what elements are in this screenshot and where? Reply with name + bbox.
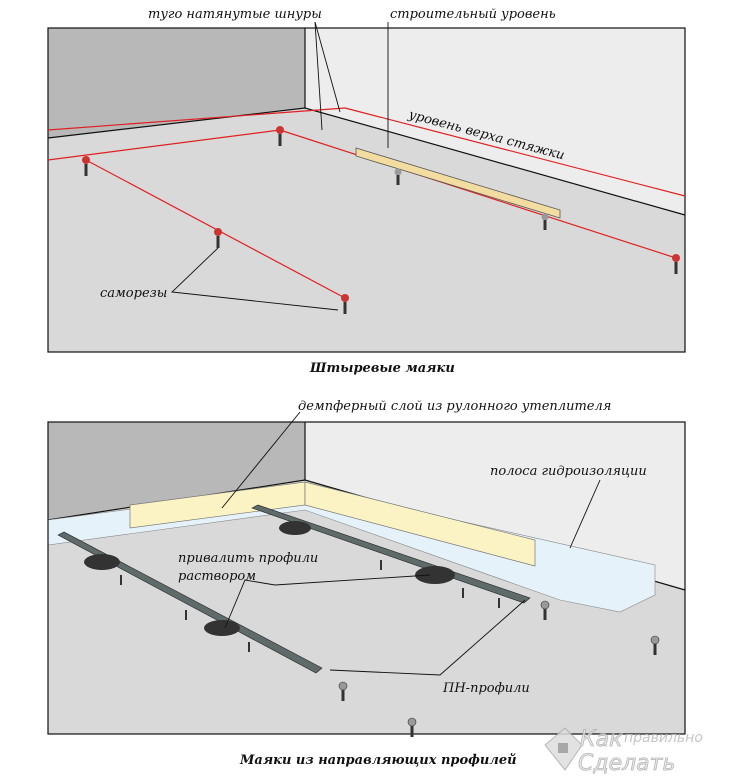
caption-top: Штыревые маяки [309, 361, 455, 376]
label-mortar-line1: привалить профили [178, 551, 318, 566]
label-strings: туго натянутые шнуры [148, 7, 322, 22]
watermark-line2: правильно [624, 730, 703, 746]
label-pn-profiles: ПН-профили [442, 681, 530, 696]
pn-profiles [57, 504, 531, 674]
left-wall [48, 422, 305, 520]
top-panel: туго натянутые шнуры строительный уровен… [47, 7, 686, 376]
label-building-level: строительный уровень [390, 7, 556, 22]
right-wall [305, 422, 685, 590]
label-screws: саморезы [100, 286, 167, 301]
label-mortar-line2: раствором [178, 569, 256, 584]
caption-bottom: Маяки из направляющих профилей [239, 753, 517, 768]
watermark-line1: Как [580, 727, 623, 752]
watermark-logo: Как правильно Сделать [544, 727, 703, 776]
screws [338, 600, 660, 737]
screws [82, 126, 680, 314]
watermark-line3: Сделать [578, 751, 675, 776]
building-level [355, 147, 561, 219]
label-damper-layer: демпферный слой из рулонного утеплителя [298, 399, 611, 414]
label-waterproof-strip: полоса гидроизоляции [490, 464, 647, 479]
right-wall [305, 28, 685, 215]
bottom-panel: демпферный слой из рулонного утеплителя … [47, 399, 686, 768]
left-wall [48, 28, 305, 138]
